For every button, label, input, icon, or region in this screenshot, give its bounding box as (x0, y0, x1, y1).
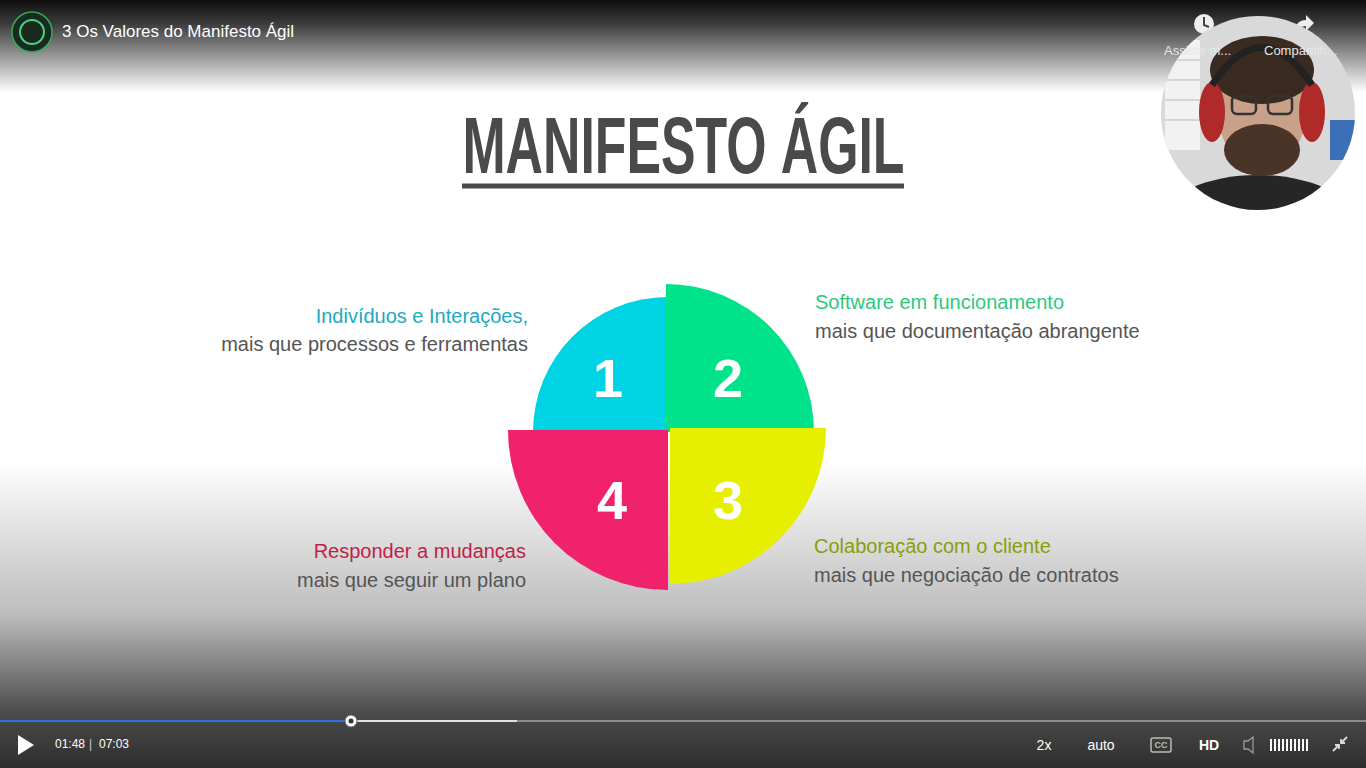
value-body: mais que processos e ferramentas (221, 333, 528, 356)
quadrant-fill (533, 297, 668, 432)
watch-later-label: Assistir m... (1164, 44, 1231, 59)
value-body: mais que negociação de contratos (814, 564, 1119, 587)
channel-logo (12, 12, 52, 52)
play-icon (18, 735, 34, 755)
value-heading: Colaboração com o cliente (814, 535, 1051, 558)
cc-label: CC (1155, 740, 1168, 750)
quadrant-shape (670, 428, 826, 584)
webcam-overlay (1160, 15, 1360, 265)
progress-bar (0, 715, 1366, 727)
value-heading: Software em funcionamento (815, 291, 1064, 314)
quadrant-number: 3 (713, 473, 743, 527)
quadrant-number: 2 (713, 351, 743, 405)
value-body: mais que seguir um plano (297, 569, 526, 592)
quadrant: 3 (670, 428, 826, 584)
video-title: 3 Os Valores do Manifesto Ágil (62, 22, 294, 42)
duration: 07:03 (99, 738, 129, 752)
value-heading: Indivíduos e Interações, (316, 305, 528, 328)
speed-button: 2x (1037, 737, 1052, 753)
quadrant: 1 (533, 297, 668, 432)
quadrant-fill (508, 430, 668, 590)
quadrant: 2 (666, 284, 814, 432)
time-separator: | (89, 738, 92, 752)
value-body: mais que documentação abrangente (815, 320, 1140, 343)
hd-button: HD (1199, 737, 1219, 753)
quadrant-number: 1 (593, 351, 623, 405)
quality-auto: auto (1087, 737, 1114, 753)
volume-icon (1244, 737, 1308, 753)
share-label: Compartilh... (1264, 44, 1338, 59)
quadrant-number: 4 (597, 473, 627, 527)
value-heading: Responder a mudanças (314, 540, 526, 563)
current-time: 01:48 (55, 738, 85, 752)
slide-title: MANIFESTO ÁGIL (462, 106, 904, 186)
cc-icon (1151, 738, 1171, 752)
quadrant-shape (508, 430, 668, 590)
quadrant: 4 (508, 430, 668, 590)
fullscreen-exit-icon (1333, 737, 1347, 751)
quadrant-fill (666, 284, 814, 432)
quadrant-fill (670, 428, 826, 584)
